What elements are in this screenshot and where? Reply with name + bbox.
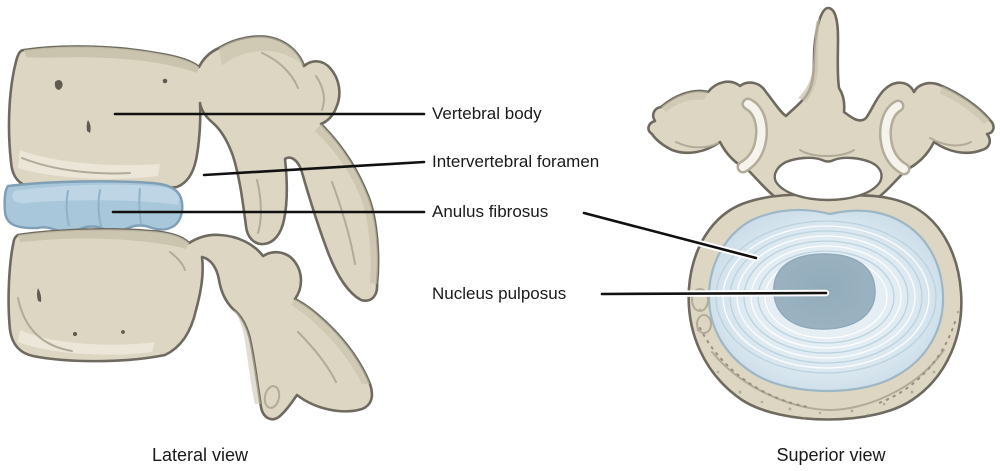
label-vertebral-body: Vertebral body [432, 103, 542, 123]
anulus-fibrosus-leader-right [582, 211, 758, 260]
lower-vertebra-shading [17, 229, 370, 409]
lower-vertebra [7, 228, 374, 421]
body-rim-texture [691, 288, 960, 420]
label-intervertebral-foramen: Intervertebral foramen [432, 151, 600, 171]
leader-lines [111, 112, 830, 298]
vertebral-foramen [773, 156, 883, 202]
upper-vertebra-shading [18, 36, 379, 284]
lateral-view-drawing [3, 35, 380, 421]
nucleus-pulposus-leader [600, 291, 828, 296]
anulus-rings [715, 220, 937, 374]
caption-superior-view: Superior view [776, 445, 886, 466]
right-articular-facet [878, 99, 911, 176]
label-nucleus-pulposus: Nucleus pulposus [432, 283, 567, 303]
caption-lateral-view: Lateral view [151, 445, 249, 466]
disc-shading [12, 184, 179, 227]
superior-view-drawing [647, 6, 995, 421]
left-articular-facet [736, 97, 768, 174]
label-anulus-fibrosus: Anulus fibrosus [432, 201, 549, 221]
intervertebral-foramen-leader [202, 160, 426, 177]
arch-shading [661, 18, 990, 157]
